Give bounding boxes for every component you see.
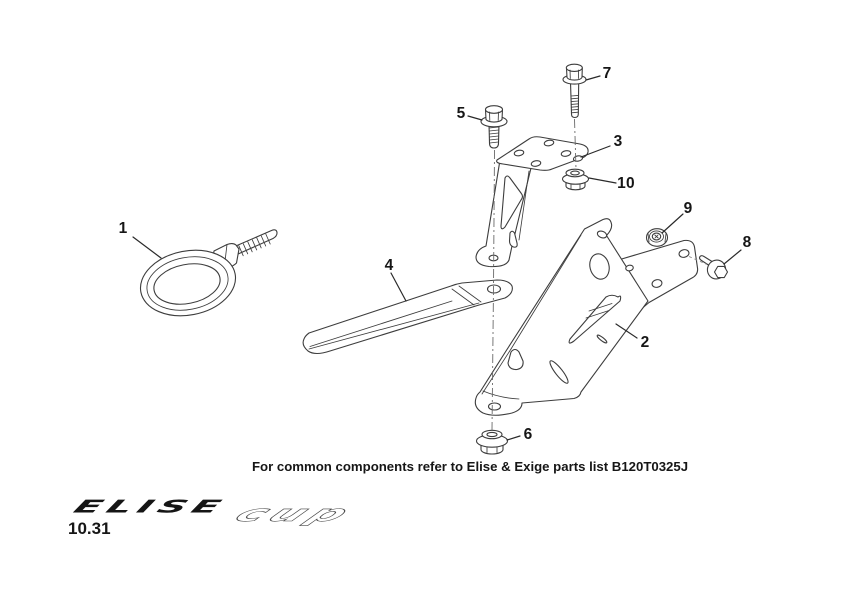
callout-10: 10 — [617, 175, 635, 192]
brand-cup-logo: cup — [226, 501, 364, 526]
upper-l-bracket-part — [475, 136, 589, 268]
callout-4: 4 — [384, 257, 394, 274]
flanged-bolt-long-part — [562, 63, 587, 119]
callout-5: 5 — [456, 105, 466, 122]
callout-1: 1 — [118, 220, 128, 237]
callout-9: 9 — [683, 200, 693, 217]
callout-6: 6 — [523, 426, 533, 443]
retaining-strap-part — [302, 279, 513, 355]
callout-8: 8 — [742, 234, 752, 251]
page-number: 10.31 — [68, 519, 111, 538]
main-support-bracket-part — [474, 218, 699, 416]
flanged-bolt-short-part — [480, 105, 508, 149]
common-components-footnote: For common components refer to Elise & E… — [252, 459, 689, 474]
flange-nut-mid-part — [561, 168, 590, 191]
callout-7: 7 — [602, 65, 612, 82]
shank-threads — [238, 233, 271, 257]
flanged-bolt-small-part — [698, 255, 729, 280]
leader-lines — [132, 75, 742, 441]
flange-nut-lower-part — [475, 429, 509, 455]
brand-logo: ELISE cup — [69, 497, 364, 528]
brand-elise-logo: ELISE — [69, 497, 230, 517]
callout-3: 3 — [613, 133, 623, 150]
callout-2: 2 — [640, 334, 650, 351]
center-lines — [491, 118, 708, 431]
towing-eye-part — [139, 229, 278, 317]
